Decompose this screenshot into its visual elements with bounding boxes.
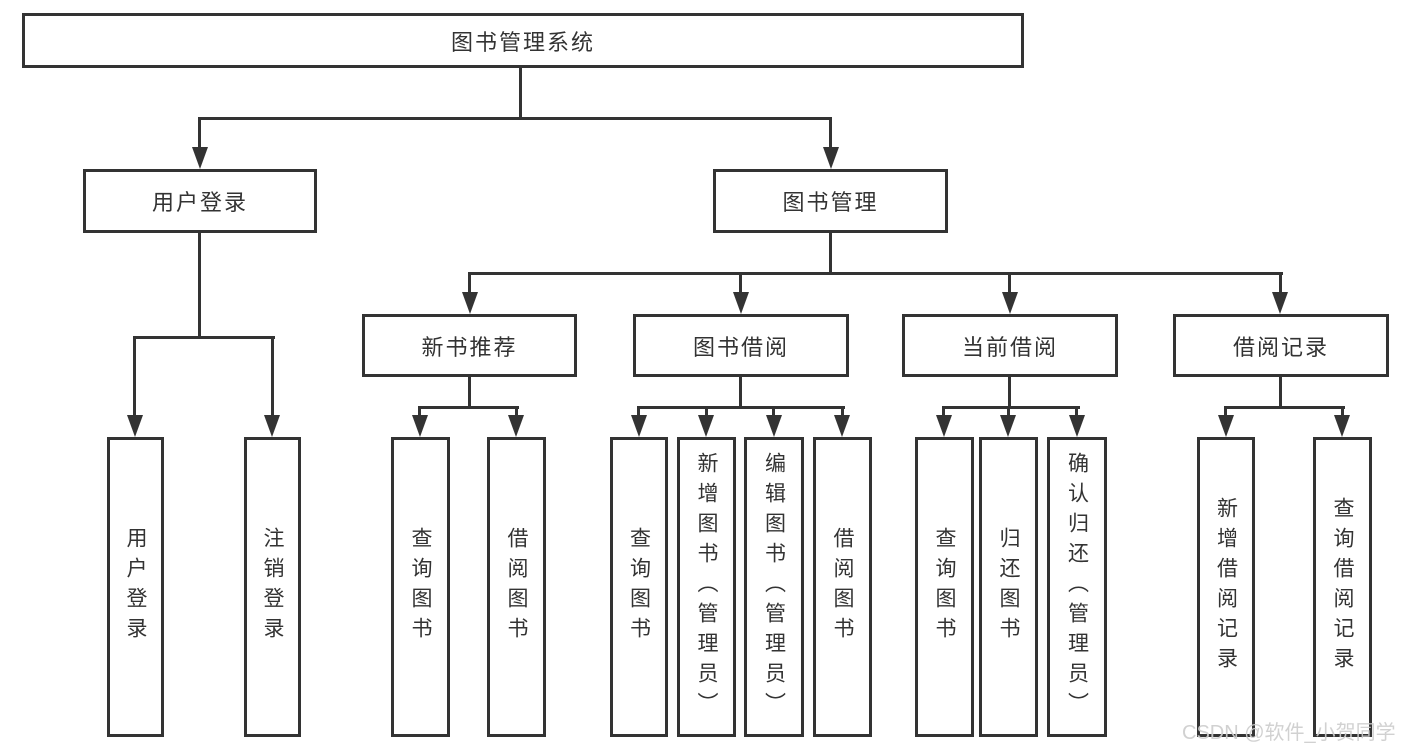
node-label: 图书借阅 — [692, 334, 789, 360]
arrow-down — [936, 415, 952, 437]
node-label: 用户登录 — [151, 190, 248, 215]
node-label: 当前借阅 — [961, 334, 1058, 360]
connector — [468, 376, 471, 409]
node-label: 借阅记录 — [1232, 334, 1329, 360]
leaf-query-books-current: 查询图书 — [915, 437, 974, 737]
arrow-down — [733, 292, 749, 314]
arrow-down — [127, 415, 143, 437]
connector — [515, 406, 518, 418]
arrow-down — [823, 147, 839, 169]
connector — [1007, 406, 1010, 418]
connector — [1008, 272, 1011, 295]
leaf-label: 查询图书 — [933, 527, 957, 647]
connector — [942, 406, 1080, 409]
node-current-borrowing: 当前借阅 — [902, 314, 1118, 377]
connector — [637, 406, 845, 409]
connector — [1279, 376, 1282, 409]
leaf-label: 确认归还（管理员） — [1065, 452, 1089, 722]
leaf-logout: 注销登录 — [244, 437, 301, 737]
connector — [739, 272, 742, 295]
leaf-label: 新增图书（管理员） — [695, 452, 719, 722]
arrow-down — [1069, 415, 1085, 437]
leaf-return-books: 归还图书 — [979, 437, 1038, 737]
leaf-label: 新增借阅记录 — [1214, 497, 1238, 677]
arrow-down — [1218, 415, 1234, 437]
leaf-query-books-borrowing: 查询图书 — [610, 437, 668, 737]
node-book-management: 图书管理 — [713, 169, 948, 233]
arrow-down — [631, 415, 647, 437]
arrow-down — [834, 415, 850, 437]
arrow-down — [766, 415, 782, 437]
watermark: CSDN @软件_小贺同学 — [1182, 722, 1396, 744]
connector — [705, 406, 708, 418]
leaf-label: 借阅图书 — [505, 527, 529, 647]
leaf-borrow-books: 借阅图书 — [813, 437, 872, 737]
connector — [1279, 272, 1282, 295]
connector — [468, 272, 471, 295]
leaf-query-books-recommend: 查询图书 — [391, 437, 450, 737]
node-user-login: 用户登录 — [83, 169, 317, 233]
leaf-edit-books-admin: 编辑图书（管理员） — [744, 437, 804, 737]
connector — [1224, 406, 1345, 409]
leaf-label: 借阅图书 — [831, 527, 855, 647]
leaf-label: 查询借阅记录 — [1331, 497, 1355, 677]
arrow-down — [698, 415, 714, 437]
node-label: 图书管理系统 — [450, 29, 595, 55]
node-borrowing-records: 借阅记录 — [1173, 314, 1389, 377]
connector — [519, 67, 522, 119]
connector — [1008, 376, 1011, 409]
connector — [133, 336, 275, 339]
leaf-label: 查询图书 — [409, 527, 433, 647]
node-book-borrowing: 图书借阅 — [633, 314, 849, 377]
leaf-add-books-admin: 新增图书（管理员） — [677, 437, 736, 737]
leaf-confirm-return-admin: 确认归还（管理员） — [1047, 437, 1107, 737]
arrow-down — [264, 415, 280, 437]
leaf-query-borrow-record: 查询借阅记录 — [1313, 437, 1372, 737]
arrow-down — [508, 415, 524, 437]
node-library-management-system: 图书管理系统 — [22, 13, 1024, 68]
connector — [772, 406, 775, 418]
leaf-borrow-books-recommend: 借阅图书 — [487, 437, 546, 737]
connector — [198, 232, 201, 339]
leaf-label: 查询图书 — [627, 527, 651, 647]
connector — [271, 336, 274, 418]
node-new-book-recommend: 新书推荐 — [362, 314, 577, 377]
connector — [841, 406, 844, 418]
connector — [1224, 406, 1227, 418]
leaf-label: 归还图书 — [997, 527, 1021, 647]
connector — [637, 406, 640, 418]
leaf-user-login: 用户登录 — [107, 437, 164, 737]
arrow-down — [1334, 415, 1350, 437]
connector — [1341, 406, 1344, 418]
connector — [418, 406, 421, 418]
connector — [418, 406, 519, 409]
connector — [198, 117, 832, 120]
node-label: 新书推荐 — [421, 334, 518, 360]
arrow-down — [1272, 292, 1288, 314]
leaf-label: 编辑图书（管理员） — [762, 452, 786, 722]
connector — [829, 232, 832, 275]
arrow-down — [1000, 415, 1016, 437]
connector — [198, 117, 201, 150]
arrow-down — [1002, 292, 1018, 314]
arrow-down — [192, 147, 208, 169]
connector — [468, 272, 1283, 275]
arrow-down — [462, 292, 478, 314]
connector — [942, 406, 945, 418]
leaf-add-borrow-record: 新增借阅记录 — [1197, 437, 1255, 737]
arrow-down — [412, 415, 428, 437]
connector — [133, 336, 136, 418]
leaf-label: 注销登录 — [261, 527, 285, 647]
leaf-label: 用户登录 — [124, 527, 148, 647]
connector — [829, 117, 832, 150]
connector — [739, 376, 742, 409]
node-label: 图书管理 — [782, 190, 879, 215]
connector — [1075, 406, 1078, 418]
